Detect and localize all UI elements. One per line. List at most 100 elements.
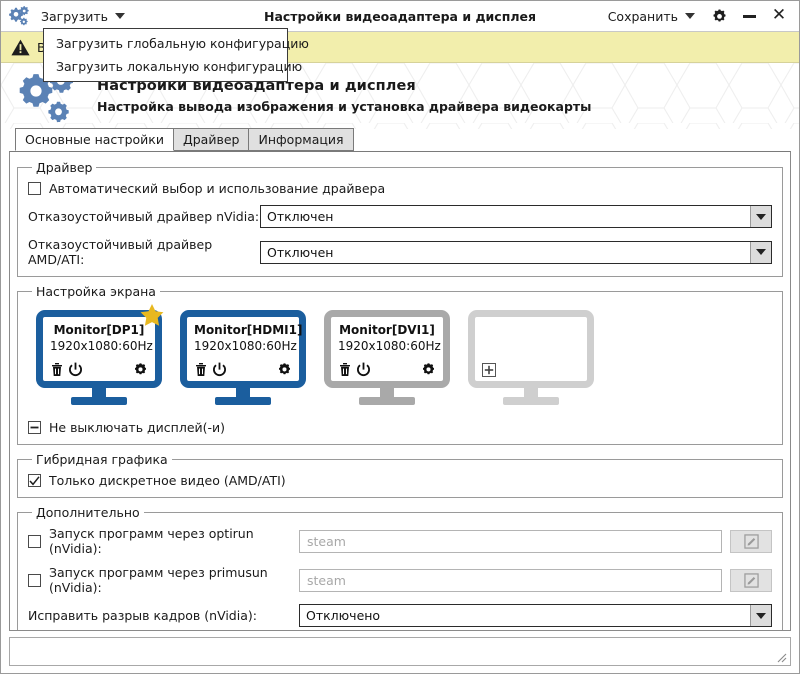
settings-gear-button[interactable] (705, 3, 733, 29)
primusrun-label: Запуск программ через primusun (nVidia): (49, 565, 268, 595)
discrete-only-checkbox[interactable] (28, 474, 41, 487)
gear-icon (713, 9, 725, 21)
edit-pencil-icon (743, 533, 759, 549)
keep-display-on-row: Не выключать дисплей(-и) (28, 420, 772, 435)
trash-icon[interactable] (194, 362, 208, 377)
monitor-card[interactable]: Monitor[HDMI1] 1920x1080:60Hz (180, 310, 306, 405)
menu-item-load-global[interactable]: Загрузить глобальную конфигурацию (56, 36, 309, 51)
monitor-actions (338, 362, 436, 377)
save-menu-label: Сохранить (607, 8, 678, 24)
warning-triangle-icon (11, 39, 30, 55)
header-text-block: Настройки видеоадаптера и дисплея Настро… (97, 78, 591, 114)
monitor-actions (194, 362, 292, 377)
discrete-only-label: Только дискретное видео (AMD/ATI) (49, 473, 286, 488)
monitor-name: Monitor[HDMI1] (194, 323, 303, 337)
optirun-row: Запуск программ через optirun (nVidia): … (28, 526, 772, 556)
minimize-icon (742, 14, 756, 18)
monitor-resolution: 1920x1080:60Hz (338, 339, 441, 353)
monitor-resolution: 1920x1080:60Hz (194, 339, 297, 353)
monitor-card[interactable]: Monitor[DVI1] 1920x1080:60Hz (324, 310, 450, 405)
power-icon[interactable] (356, 362, 371, 377)
nvidia-driver-select[interactable]: Отключен (260, 205, 772, 228)
tab-information[interactable]: Информация (248, 128, 354, 151)
screen-group-legend: Настройка экрана (36, 284, 156, 299)
driver-group-legend: Драйвер (36, 160, 93, 175)
chevron-down-icon (750, 241, 771, 263)
power-icon[interactable] (212, 362, 227, 377)
menu-item-load-local[interactable]: Загрузить локальную конфигурацию (56, 59, 303, 74)
tearfix-select[interactable]: Отключено (299, 604, 772, 627)
load-dropdown-menu[interactable]: Загрузить глобальную конфигурацию Загруз… (43, 28, 309, 82)
monitor-screen: Monitor[HDMI1] 1920x1080:60Hz (180, 310, 306, 388)
additional-group: Дополнительно Запуск программ через opti… (17, 505, 783, 630)
gear-icon[interactable] (277, 362, 292, 377)
trash-icon[interactable] (338, 362, 352, 377)
primusrun-checkbox[interactable] (28, 573, 41, 587)
minimize-button[interactable] (735, 3, 763, 29)
amd-driver-label: Отказоустойчивый драйвер AMD/ATI: (28, 237, 213, 267)
chevron-down-icon (115, 13, 125, 19)
close-icon: ✕ (771, 4, 787, 25)
status-bar (9, 637, 791, 666)
optirun-edit-button[interactable] (730, 529, 772, 553)
page-subtitle: Настройка вывода изображения и установка… (97, 99, 592, 114)
additional-group-legend: Дополнительно (36, 505, 140, 520)
auto-driver-checkbox[interactable] (28, 182, 41, 195)
warning-text: В (37, 39, 46, 55)
monitor-list: Monitor[DP1] 1920x1080:60Hz (28, 304, 772, 407)
auto-driver-row: Автоматический выбор и использование дра… (28, 181, 772, 196)
tab-main-settings[interactable]: Основные настройки (15, 128, 174, 151)
save-menu-button[interactable]: Сохранить (602, 6, 703, 27)
primusrun-edit-button[interactable] (730, 568, 772, 592)
header-gears-icon (1, 69, 97, 123)
monitor-stand-neck (236, 388, 250, 397)
tab-bar: Основные настройки Драйвер Информация (1, 128, 799, 151)
primusrun-row: Запуск программ через primusun (nVidia):… (28, 565, 772, 595)
trash-icon[interactable] (50, 362, 64, 377)
page-title: Настройки видеоадаптера и дисплея (97, 78, 416, 94)
checkmark-icon (29, 475, 40, 485)
optirun-checkbox[interactable] (28, 534, 41, 548)
hexagon-pattern-background (1, 63, 799, 129)
primusrun-input[interactable]: steam (299, 568, 722, 592)
monitor-screen: Monitor[DVI1] 1920x1080:60Hz (324, 310, 450, 388)
amd-driver-select[interactable]: Отключен (260, 240, 772, 264)
nvidia-driver-row: Отказоустойчивый драйвер nVidia: Отключе… (28, 205, 772, 228)
power-icon[interactable] (68, 362, 83, 377)
gear-icon[interactable] (133, 362, 148, 377)
hybrid-graphics-group: Гибридная графика Только дискретное виде… (17, 452, 783, 498)
monitor-stand-neck (380, 388, 394, 397)
keep-display-on-checkbox[interactable] (28, 421, 41, 434)
discrete-only-row: Только дискретное видео (AMD/ATI) (28, 473, 772, 488)
add-monitor-card[interactable] (468, 310, 594, 405)
page-header: Настройки видеоадаптера и дисплея Настро… (1, 63, 799, 129)
nvidia-driver-label: Отказоустойчивый драйвер nVidia: (28, 209, 260, 224)
app-gears-icon (1, 1, 35, 32)
load-menu-label: Загрузить (41, 8, 108, 24)
tearfix-value: Отключено (306, 608, 381, 623)
monitor-name: Monitor[DP1] (53, 323, 145, 337)
add-monitor-screen (468, 310, 594, 388)
chevron-down-icon (750, 605, 771, 626)
optirun-label: Запуск программ через optirun (nVidia): (49, 526, 254, 556)
gear-icon[interactable] (421, 362, 436, 377)
monitor-stand-base (359, 397, 415, 405)
primary-star-icon (140, 304, 164, 326)
close-button[interactable]: ✕ (765, 3, 793, 29)
monitor-name: Monitor[DVI1] (339, 323, 435, 337)
tab-driver[interactable]: Драйвер (172, 128, 250, 151)
optirun-input[interactable]: steam (299, 529, 722, 553)
monitor-stand-neck (92, 388, 106, 397)
monitor-card[interactable]: Monitor[DP1] 1920x1080:60Hz (36, 304, 164, 405)
resize-grip-icon[interactable] (773, 649, 787, 663)
plus-icon[interactable] (482, 363, 496, 377)
keep-display-on-label: Не выключать дисплей(-и) (49, 420, 226, 435)
monitor-stand-base (215, 397, 271, 405)
tab-content-panel: Драйвер Автоматический выбор и использов… (9, 151, 791, 631)
load-menu-button[interactable]: Загрузить (35, 6, 133, 27)
tearfix-label: Исправить разрыв кадров (nVidia): (28, 608, 257, 623)
auto-driver-label: Автоматический выбор и использование дра… (49, 181, 386, 196)
monitor-stand-base (503, 397, 559, 405)
monitor-actions (50, 362, 148, 377)
